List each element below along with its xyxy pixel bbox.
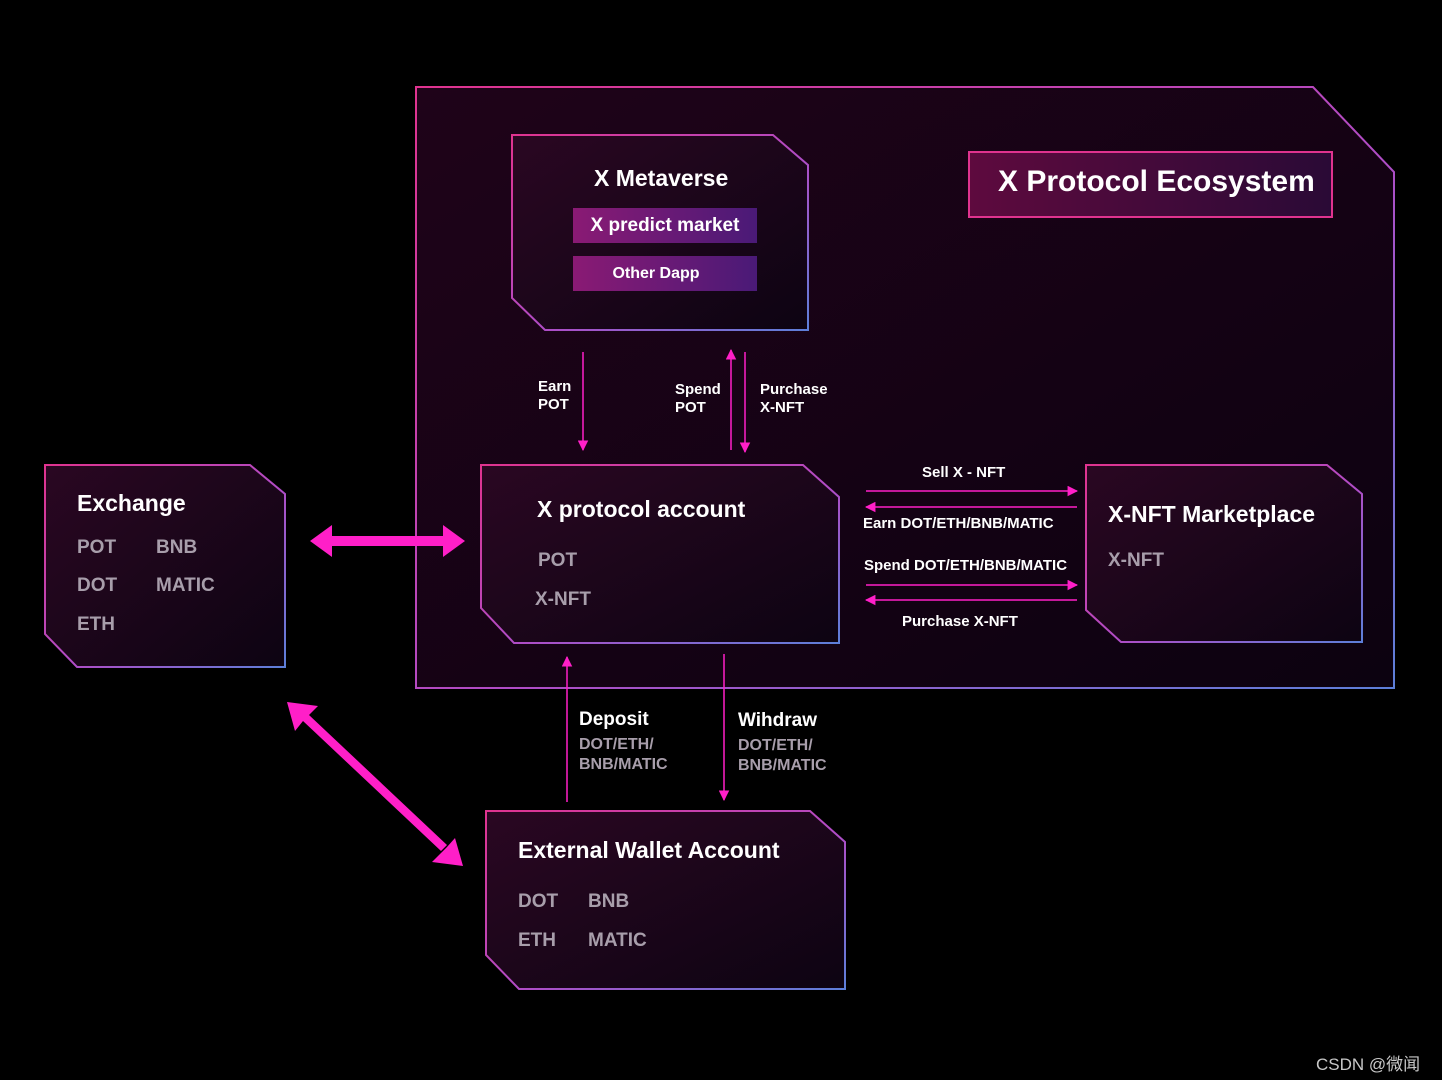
wallet-item-matic: MATIC [588, 930, 647, 951]
marketplace-title: X-NFT Marketplace [1108, 501, 1316, 527]
exchange-item-dot: DOT [77, 575, 118, 596]
wallet-box [485, 810, 846, 990]
exchange-item-matic: MATIC [156, 575, 215, 596]
sell-xnft-label: Sell X - NFT [922, 464, 1006, 481]
ecosystem-title-box [968, 151, 1333, 218]
exchange-item-pot: POT [77, 537, 117, 558]
account-item-pot: POT [538, 550, 578, 571]
deposit-label: Deposit DOT/ETH/ BNB/MATIC [579, 709, 668, 773]
other-dapp-chip-bg [573, 256, 757, 291]
wallet-item-bnb: BNB [588, 891, 630, 912]
withdraw-label: Wihdraw DOT/ETH/ BNB/MATIC [738, 710, 827, 774]
purchase-xnft-right-label: Purchase X-NFT [902, 613, 1018, 630]
account-title: X protocol account [537, 496, 746, 522]
marketplace-box [1085, 464, 1363, 643]
exchange-box [44, 464, 286, 668]
watermark: CSDN @微闻 [1316, 1055, 1421, 1074]
double-arrow-exchange-account [310, 525, 465, 557]
wallet-title: External Wallet Account [518, 837, 780, 863]
spend-dot-label: Spend DOT/ETH/BNB/MATIC [864, 557, 1068, 574]
metaverse-title: X Metaverse [594, 165, 729, 191]
wallet-item-dot: DOT [518, 891, 559, 912]
account-item-xnft: X-NFT [535, 589, 591, 610]
marketplace-item-xnft: X-NFT [1108, 550, 1164, 571]
account-box [480, 464, 840, 644]
wallet-item-eth: ETH [518, 930, 556, 951]
predict-market-chip[interactable]: X predict market [590, 214, 740, 236]
double-arrow-exchange-wallet [287, 702, 463, 866]
predict-market-chip-bg [573, 208, 757, 243]
exchange-title: Exchange [77, 490, 186, 516]
other-dapp-chip[interactable]: Other Dapp [612, 264, 700, 282]
exchange-item-bnb: BNB [156, 537, 198, 558]
earn-dot-label: Earn DOT/ETH/BNB/MATIC [863, 515, 1054, 532]
exchange-item-eth: ETH [77, 614, 115, 635]
ecosystem-title: X Protocol Ecosystem [998, 165, 1315, 198]
